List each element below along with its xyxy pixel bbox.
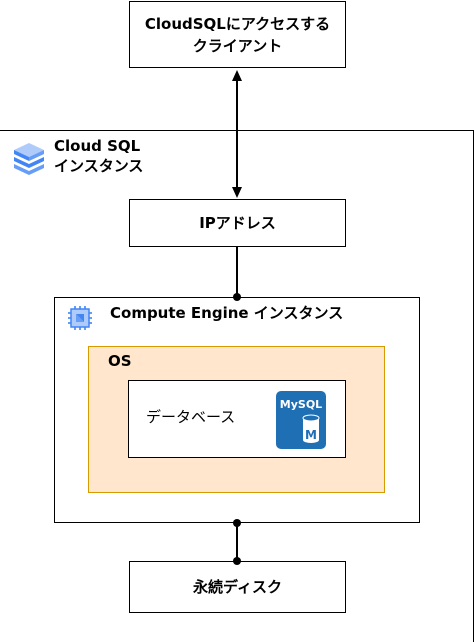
cloud-sql-label: Cloud SQL インスタンス	[54, 136, 143, 176]
ip-compute-connector	[233, 247, 241, 301]
client-label-line2: クライアント	[192, 36, 283, 55]
cloud-sql-label-line2: インスタンス	[54, 157, 144, 175]
cloud-sql-label-line1: Cloud SQL	[54, 137, 141, 155]
compute-engine-icon	[68, 306, 92, 330]
persistent-disk-box: 永続ディスク	[129, 561, 346, 613]
client-label-line1: CloudSQLにアクセスする	[144, 14, 331, 33]
persistent-disk-label: 永続ディスク	[193, 578, 282, 596]
os-label: OS	[108, 352, 132, 370]
compute-disk-connector	[233, 519, 241, 565]
mysql-icon: MySQL M	[276, 391, 326, 449]
ip-address-box: IPアドレス	[129, 199, 346, 247]
client-box: CloudSQLにアクセスする クライアント	[129, 1, 346, 68]
ip-address-label: IPアドレス	[199, 214, 276, 232]
client-ip-connector	[232, 70, 242, 198]
database-label: データベース	[146, 408, 236, 426]
compute-engine-label: Compute Engine インスタンス	[110, 304, 344, 322]
mysql-icon-text: MySQL	[280, 398, 322, 411]
mysql-icon-letter: M	[305, 428, 317, 442]
cloud-sql-icon	[14, 143, 44, 175]
